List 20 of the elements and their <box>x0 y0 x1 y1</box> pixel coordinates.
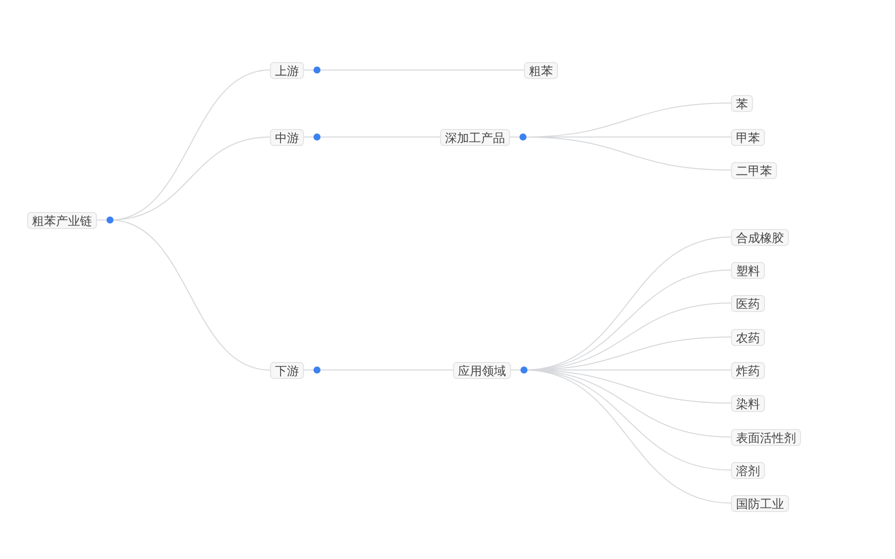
topic-box: 染料 <box>731 394 765 412</box>
topic-box: 合成橡胶 <box>731 228 789 246</box>
topic-box: 农药 <box>731 328 765 346</box>
topic-box: 溶剂 <box>731 462 765 478</box>
topic-box: 表面活性剂 <box>731 428 801 446</box>
topic-box: 国防工业 <box>731 494 789 512</box>
topic-box: 炸药 <box>731 362 765 378</box>
topic-box: 下游 <box>270 362 304 378</box>
topic-box: 二甲苯 <box>731 162 777 178</box>
topic-box: 医药 <box>731 294 765 312</box>
topic-box: 深加工产品 <box>440 128 510 146</box>
topic-box: 粗苯 <box>524 62 558 78</box>
topic-box: 粗苯产业链 <box>27 212 97 228</box>
topic-box: 甲苯 <box>731 128 765 146</box>
connector-line <box>304 136 440 138</box>
topic-box: 上游 <box>270 62 304 78</box>
topic-box: 应用领域 <box>453 362 511 378</box>
topic-box: 中游 <box>270 128 304 146</box>
topic-box: 塑料 <box>731 262 765 278</box>
topic-box: 苯 <box>731 94 753 112</box>
